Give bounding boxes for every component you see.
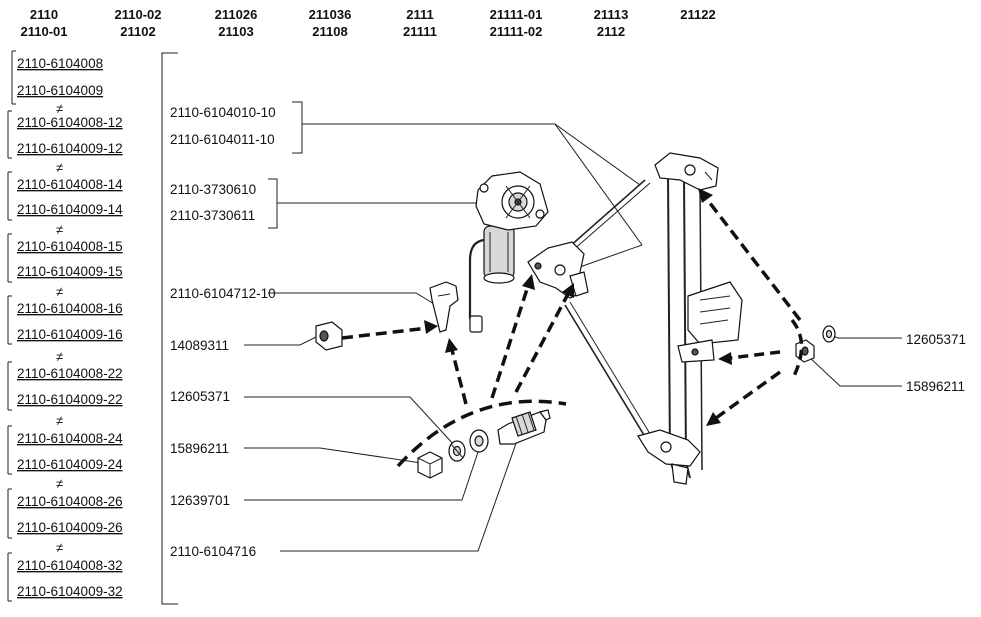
not-equal-mark: ≠ <box>56 101 63 116</box>
model-col-3-bottom: 21103 <box>218 24 253 39</box>
variant-part-b: 2110-6104009-16 <box>17 327 123 342</box>
model-col-7-top: 21113 <box>594 7 629 22</box>
variant-part-a: 2110-6104008-15 <box>17 239 123 254</box>
model-col-5-bottom: 21111 <box>403 24 437 39</box>
leader-line <box>244 445 481 501</box>
variant-bracket <box>7 171 12 221</box>
variant-bracket <box>7 361 12 411</box>
variant-part-a: 2110-6104008 <box>17 56 103 71</box>
leader-line <box>268 292 437 306</box>
washer-icon <box>469 429 489 453</box>
not-equal-mark: ≠ <box>56 222 63 237</box>
leader-line <box>244 396 456 447</box>
leader-line <box>244 335 319 346</box>
model-col-7-bottom: 2112 <box>597 24 625 39</box>
callout-nut-left: 15896211 <box>170 441 229 456</box>
model-col-4-bottom: 21108 <box>312 24 347 39</box>
not-equal-mark: ≠ <box>56 284 63 299</box>
nut-icon <box>417 451 443 479</box>
model-col-3-top: 211026 <box>215 7 258 22</box>
variant-part-b: 2110-6104009-26 <box>17 520 123 535</box>
threaded-stud-icon <box>497 409 551 445</box>
callout-bushing: 14089311 <box>170 338 229 353</box>
callout-cable-right: 2110-6104011-10 <box>170 132 275 147</box>
variant-part-b: 2110-6104009-24 <box>17 457 123 472</box>
callout-washer-left: 12605371 <box>170 389 230 404</box>
variant-part-a: 2110-6104008-14 <box>17 177 123 192</box>
variant-bracket <box>11 50 16 105</box>
variant-part-b: 2110-6104009-22 <box>17 392 123 407</box>
not-equal-mark: ≠ <box>56 540 63 555</box>
variant-bracket <box>7 295 12 345</box>
leader-line <box>280 431 521 552</box>
assembly-bracket <box>161 52 178 605</box>
bracket-icon <box>429 281 459 333</box>
not-equal-mark: ≠ <box>56 160 63 175</box>
callout-bracket: 2110-6104712-10 <box>170 286 276 301</box>
bushing-icon <box>315 321 343 351</box>
not-equal-mark: ≠ <box>56 476 63 491</box>
variant-part-a: 2110-6104008-22 <box>17 366 123 381</box>
callout-labels: 2110-6104010-10 2110-6104011-10 2110-373… <box>170 101 966 559</box>
leader-lines <box>244 123 902 552</box>
assembly-arrows <box>341 188 804 468</box>
leader-line <box>554 123 643 246</box>
callout-brace <box>292 101 303 154</box>
model-col-6-top: 21111-01 <box>490 7 543 22</box>
variant-part-b: 2110-6104009-14 <box>17 202 123 217</box>
model-col-4-top: 211036 <box>309 7 352 22</box>
variant-part-a: 2110-6104008-26 <box>17 494 123 509</box>
not-equal-mark: ≠ <box>56 413 63 428</box>
leader-line <box>576 244 643 269</box>
electric-motor-icon <box>468 171 549 333</box>
callout-nut-right: 15896211 <box>906 379 965 394</box>
variant-bracket <box>7 488 12 539</box>
variant-part-a: 2110-6104008-16 <box>17 301 123 316</box>
variant-bracket <box>7 233 12 283</box>
variant-bracket <box>7 110 12 159</box>
variant-part-a: 2110-6104008-12 <box>17 115 123 130</box>
model-col-2-top: 2110-02 <box>115 7 162 22</box>
model-col-5-top: 2111 <box>406 7 434 22</box>
not-equal-mark: ≠ <box>56 349 63 364</box>
leader-line <box>829 334 902 339</box>
model-col-8-top: 21122 <box>680 7 715 22</box>
callout-brace <box>268 178 278 229</box>
variant-bracket <box>7 425 12 475</box>
model-header: 2110 2110-01 2110-02 21102 211026 21103 … <box>21 7 716 39</box>
callout-washer-mid: 12639701 <box>170 493 230 508</box>
leader-line <box>302 123 641 186</box>
model-col-1-bottom: 2110-01 <box>21 24 68 39</box>
model-col-6-bottom: 21111-02 <box>490 24 543 39</box>
callout-motor-left: 2110-3730610 <box>170 182 256 197</box>
leader-line <box>244 447 429 465</box>
washer-icon <box>822 325 836 343</box>
regulator-frame-icon <box>559 152 743 485</box>
variant-part-a: 2110-6104008-24 <box>17 431 123 446</box>
variant-part-b: 2110-6104009-15 <box>17 264 123 279</box>
variant-part-b: 2110-6104009-12 <box>17 141 123 156</box>
callout-stud: 2110-6104716 <box>170 544 256 559</box>
leader-line <box>807 355 902 387</box>
variant-part-a: 2110-6104008-32 <box>17 558 123 573</box>
model-col-2-bottom: 21102 <box>120 24 155 39</box>
callout-motor-right: 2110-3730611 <box>170 208 255 223</box>
variant-bracket <box>7 552 12 602</box>
callout-washer-right: 12605371 <box>906 332 966 347</box>
model-col-1-top: 2110 <box>30 7 58 22</box>
washer-icon <box>448 440 466 462</box>
callout-cable-left: 2110-6104010-10 <box>170 105 276 120</box>
variant-part-b: 2110-6104009-32 <box>17 584 123 599</box>
bracket-icon <box>527 241 589 299</box>
variant-part-b: 2110-6104009 <box>17 83 103 98</box>
variant-list: 2110-6104008 2110-6104009 ≠ 2110-6104008… <box>7 50 123 602</box>
